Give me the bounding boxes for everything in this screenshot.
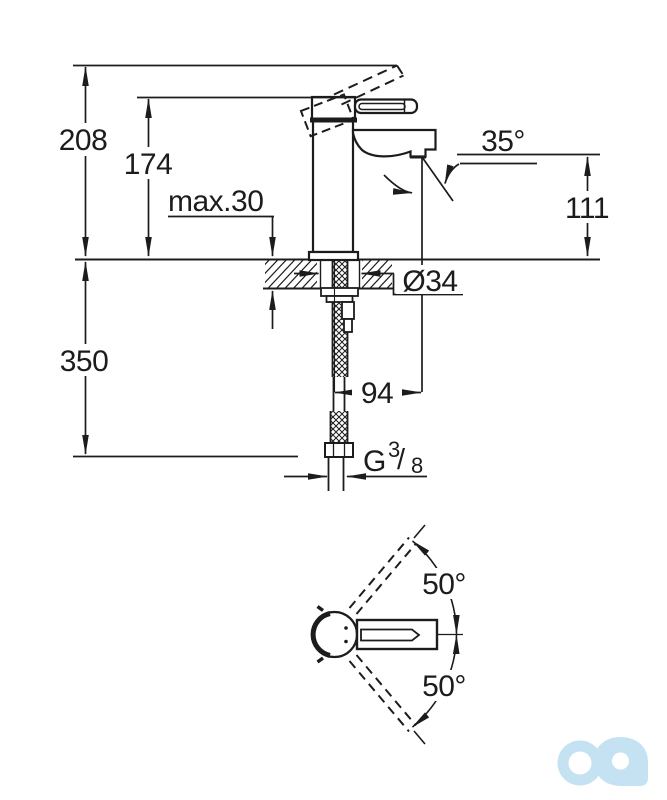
dim-d34-leader [392, 273, 463, 296]
watermark-link-icon [594, 737, 648, 786]
flow-direction-arrow [383, 174, 413, 195]
dim-max-thickness-label: max.30 [168, 185, 263, 218]
dim-spout-angle-label: 35° [481, 125, 525, 158]
spout-angle-line [421, 156, 454, 202]
shank-and-hose [320, 243, 359, 491]
brand-watermark-logo [557, 737, 648, 786]
dim-lever-height-label: 174 [124, 148, 173, 181]
dim-hose-length-label: 350 [60, 345, 109, 378]
hose-hex-nut [324, 442, 354, 458]
handle-lever [353, 98, 419, 115]
reference-lines [73, 64, 600, 458]
watermark-ring-icon [557, 740, 603, 786]
connector-piece [341, 301, 355, 320]
dim-outlet-height-label: 111 [565, 192, 609, 225]
dim-overall-height-label: 208 [59, 124, 108, 157]
thread-numerator: 3 [388, 437, 400, 462]
faucet-body [311, 119, 355, 254]
base-flange [307, 250, 360, 262]
deck-hatching [265, 260, 392, 288]
mounting-washer [320, 287, 359, 297]
dim-thread-label: G 3 / 8 [363, 437, 424, 478]
top-view: 50° 50° [310, 524, 470, 745]
dim-swing-upper-label: 50° [422, 568, 466, 601]
handle-raised-position [299, 64, 405, 138]
dim-spout-reach-label: 94 [361, 377, 393, 410]
dim-swing-lower-label: 50° [422, 670, 466, 703]
dim-hole-diameter-label: Ø34 [402, 265, 457, 298]
faucet-body-group [299, 64, 437, 262]
handle-swing-dashed [348, 536, 417, 733]
thread-slash: / [397, 444, 406, 476]
thread-prefix: G [363, 445, 386, 478]
angle-leader-arrow [444, 163, 460, 185]
dimension-labels: 208 174 max.30 35° 111 Ø34 350 94 G 3 / … [56, 123, 614, 478]
side-view: 208 174 max.30 35° 111 Ø34 350 94 G 3 / … [56, 64, 614, 491]
spout [351, 128, 437, 158]
braided-hose [330, 411, 348, 443]
thread-denominator: 8 [411, 453, 423, 478]
